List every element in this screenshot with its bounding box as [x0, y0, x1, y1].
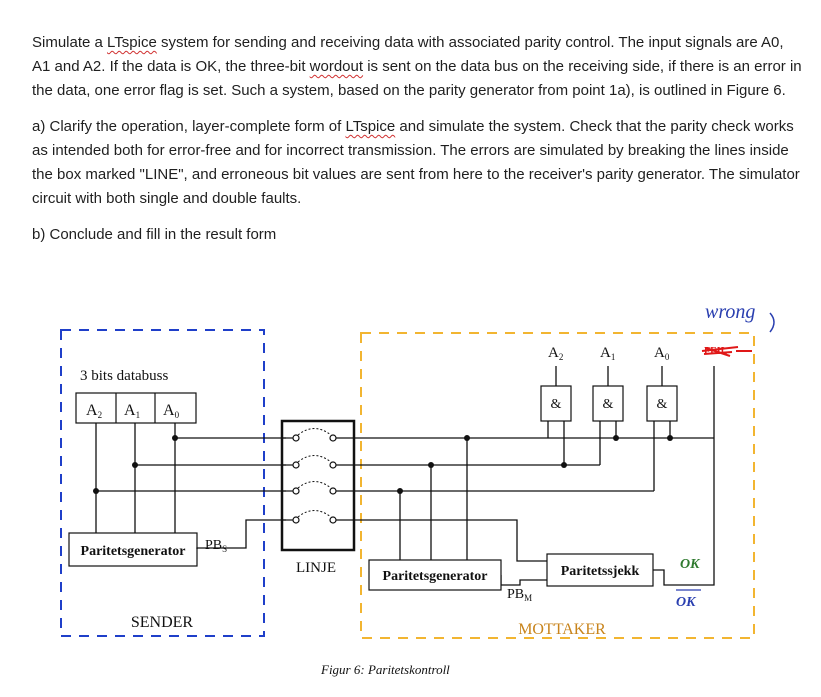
spellcheck-word: LTspice [345, 118, 396, 135]
pbm-label: PBM [507, 587, 532, 603]
spellcheck-word: LTspice [107, 34, 157, 51]
sender-box [60, 329, 265, 637]
question-text: Simulate a LTspice system for sending an… [32, 31, 802, 247]
sender-label: SENDER [131, 614, 194, 631]
receiver-wires [354, 366, 715, 586]
receiver-parity-generator [368, 559, 502, 591]
red-scribble-mark [701, 346, 752, 357]
sender-parity-generator [68, 532, 198, 567]
and-gate-a0-symbol: & [657, 397, 668, 412]
line-label: LINJE [296, 560, 336, 576]
databus-title: 3 bits databuss [80, 368, 168, 384]
receiver-label: MOTTAKER [518, 621, 606, 638]
receiver-box [360, 332, 755, 639]
paragraph-1: Simulate a LTspice system for sending an… [32, 34, 802, 99]
parity-check-box [546, 553, 654, 587]
sender-bit-a2: A2 [86, 402, 102, 420]
paragraph-2: a) Clarify the operation, layer-complete… [32, 118, 800, 207]
sender-bit-boxes: A2 A1 A0 [75, 392, 197, 424]
handwritten-note: wrong [705, 301, 755, 323]
handwritten-tail [769, 312, 775, 333]
line-box [280, 419, 356, 552]
and-gate-a2-symbol: & [551, 397, 562, 412]
spellcheck-word: wordout [309, 58, 364, 75]
and-gate-a1-symbol: & [603, 397, 614, 412]
receiver-input-a0: A0 [654, 345, 670, 362]
receiver-input-a2: A2 [548, 345, 563, 362]
and-gates [540, 385, 678, 422]
sender-wires [95, 423, 286, 549]
figure-caption: Figur 6: Paritetskontroll [320, 662, 450, 677]
ok-bar-label: OK [676, 595, 697, 610]
receiver-input-a1: A1 [600, 345, 615, 362]
line-switch-arcs [297, 428, 332, 518]
pbs-label: PBS [205, 538, 227, 554]
receiver-junctions [397, 435, 673, 494]
ok-label: OK [680, 557, 701, 572]
line-switches [282, 434, 354, 524]
paragraph-3: b) Conclude and fill in the result form [32, 226, 277, 243]
sender-junctions [93, 435, 178, 494]
sender-bit-a0: A0 [163, 402, 180, 420]
sender-bit-a1: A1 [124, 402, 140, 420]
sender-generator-label: Paritetsgenerator [81, 544, 186, 559]
receiver-generator-label: Paritetsgenerator [383, 569, 488, 584]
parity-check-label: Paritetssjekk [561, 564, 640, 579]
